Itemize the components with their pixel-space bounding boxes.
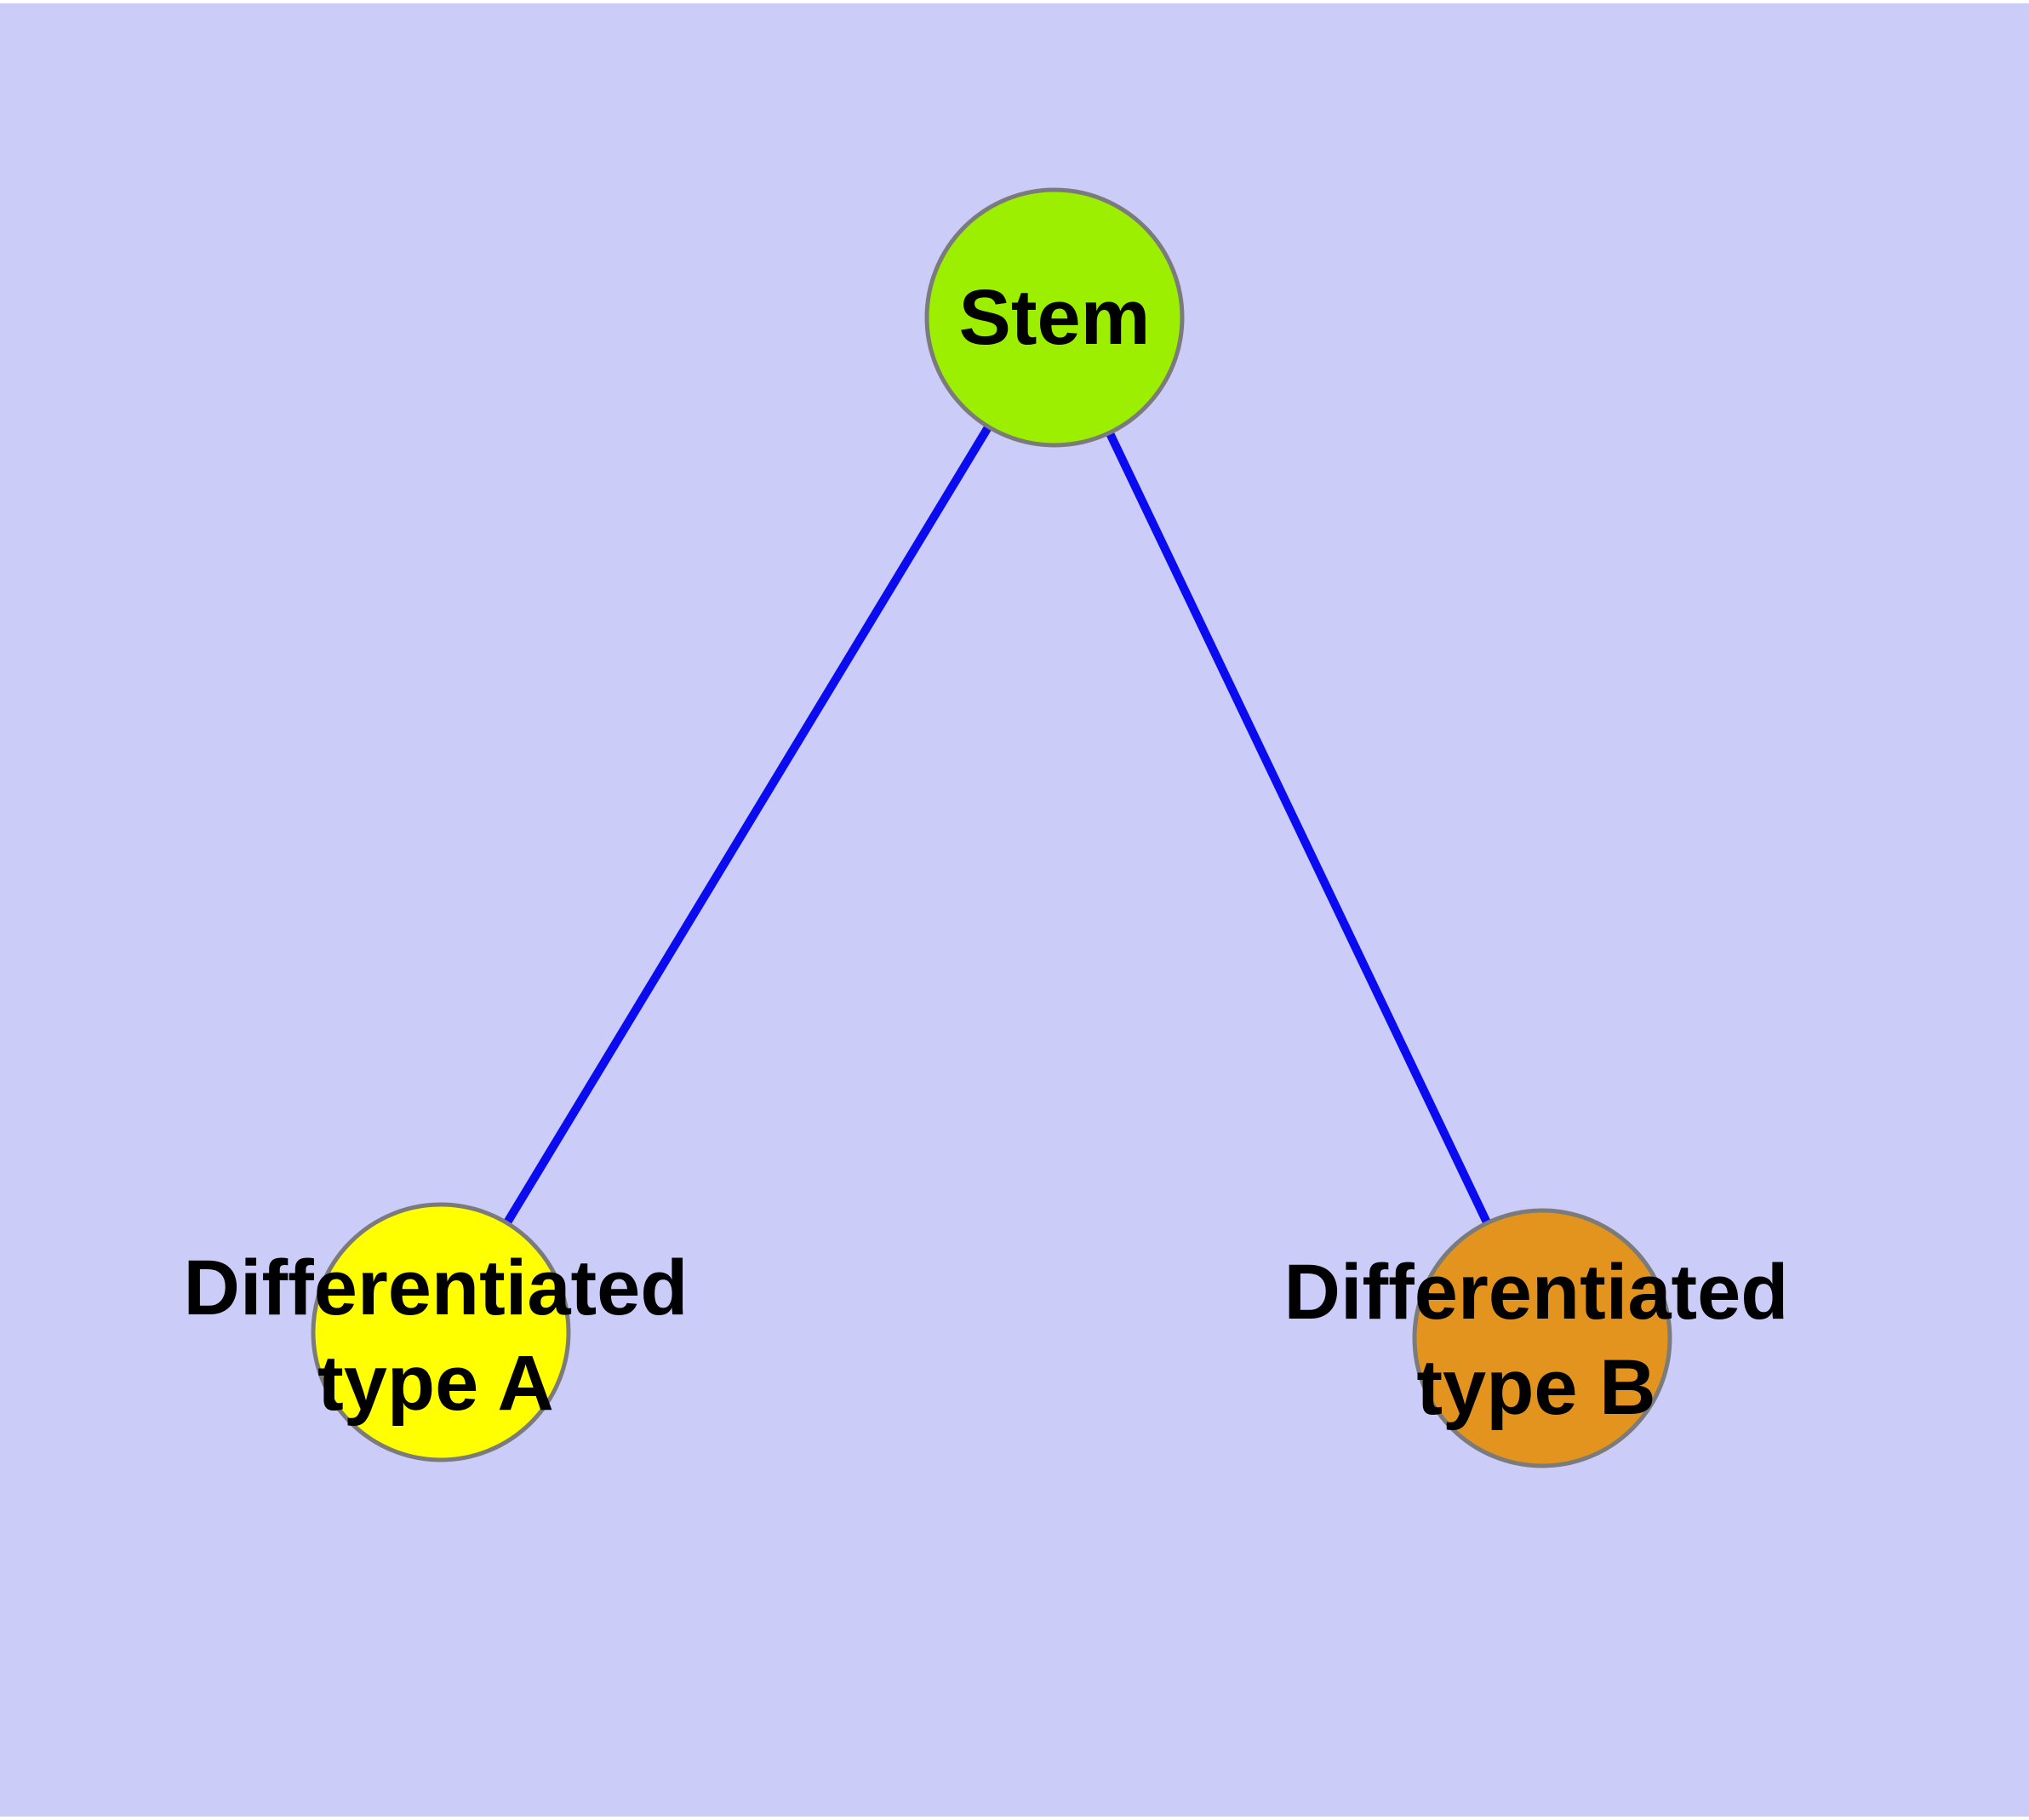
node-type-a-label: Differentiated type A	[184, 1240, 689, 1431]
diagram-canvas: Stem Differentiated type A Differentiate…	[0, 3, 2029, 1817]
node-type-b-label: Differentiated type B	[1284, 1245, 1789, 1435]
edge-stem-to-type-a	[437, 315, 1059, 1335]
node-type-a-label-line2: type A	[317, 1340, 554, 1427]
node-type-a-label-line1: Differentiated	[183, 1245, 689, 1331]
graph-svg	[311, 187, 1672, 1468]
node-stem-circle	[924, 187, 1185, 448]
edge-stem-to-type-b	[1050, 315, 1546, 1341]
node-type-b-circle	[1412, 1208, 1672, 1468]
node-type-b-label-line2: type B	[1416, 1344, 1656, 1431]
node-stem-label: Stem	[959, 270, 1151, 365]
node-stem-label-text: Stem	[958, 274, 1151, 361]
node-type-a-circle	[311, 1202, 571, 1462]
node-type-b-label-line1: Differentiated	[1283, 1249, 1789, 1336]
